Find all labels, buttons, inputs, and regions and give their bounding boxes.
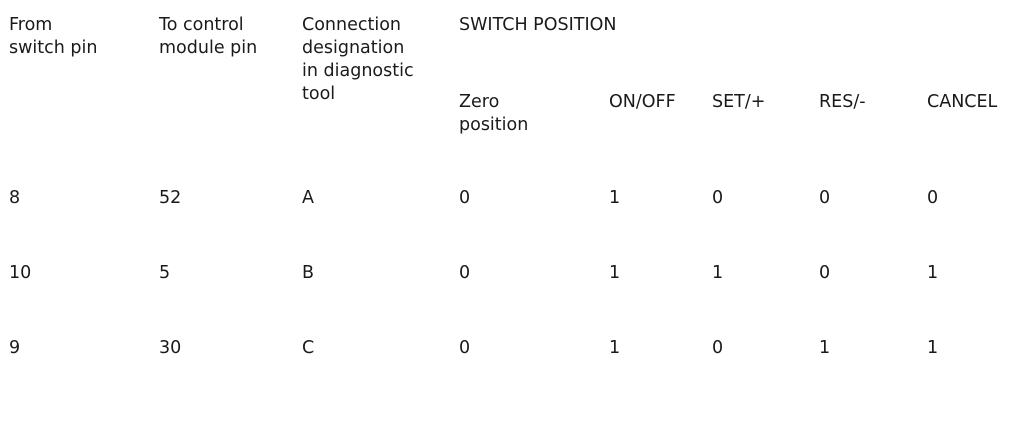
cell-from-switch-pin: 8 [9,188,21,208]
header-row-secondary: Zero position ON/OFF SET/+ RES/- CANCEL [0,82,1022,178]
cell-zero-position: 0 [459,188,471,208]
table-row: 9 30 C 0 1 0 1 1 [0,328,1022,408]
column-header-res-minus: RES/- [819,92,866,112]
cell-cancel: 1 [927,263,939,283]
header-row-primary: From switch pin To control module pin Co… [0,5,1022,104]
cell-set-plus: 0 [712,338,724,358]
cell-on-off: 1 [609,338,621,358]
cell-res-minus: 1 [819,338,831,358]
cell-connection-designation: B [302,263,315,283]
table-row: 10 5 B 0 1 1 0 1 [0,253,1022,328]
cell-to-control-module-pin: 5 [159,263,171,283]
cell-zero-position: 0 [459,338,471,358]
cell-res-minus: 0 [819,263,831,283]
cell-on-off: 1 [609,188,621,208]
column-header-set-plus: SET/+ [712,92,766,112]
table-row: 8 52 A 0 1 0 0 0 [0,178,1022,253]
cell-set-plus: 1 [712,263,724,283]
cell-from-switch-pin: 9 [9,338,21,358]
cell-zero-position: 0 [459,263,471,283]
column-header-to-control-module-pin: To control module pin [159,15,258,59]
cell-cancel: 0 [927,188,939,208]
column-header-on-off: ON/OFF [609,92,676,112]
table-body: 8 52 A 0 1 0 0 0 10 5 B 0 1 1 0 1 9 [0,178,1022,408]
group-header-switch-position: SWITCH POSITION [459,15,617,35]
table-header: From switch pin To control module pin Co… [0,5,1022,178]
cell-connection-designation: C [302,338,315,358]
cell-connection-designation: A [302,188,314,208]
column-header-zero-position: Zero position [459,92,529,136]
column-header-from-switch-pin: From switch pin [9,15,98,59]
cell-to-control-module-pin: 30 [159,338,182,358]
cell-cancel: 1 [927,338,939,358]
column-header-connection-designation: Connection designation in diagnostic too… [302,15,414,105]
cell-to-control-module-pin: 52 [159,188,182,208]
cell-from-switch-pin: 10 [9,263,32,283]
cell-on-off: 1 [609,263,621,283]
column-header-cancel: CANCEL [927,92,998,112]
cell-set-plus: 0 [712,188,724,208]
switch-position-wiring-table: From switch pin To control module pin Co… [0,5,1022,408]
cell-res-minus: 0 [819,188,831,208]
